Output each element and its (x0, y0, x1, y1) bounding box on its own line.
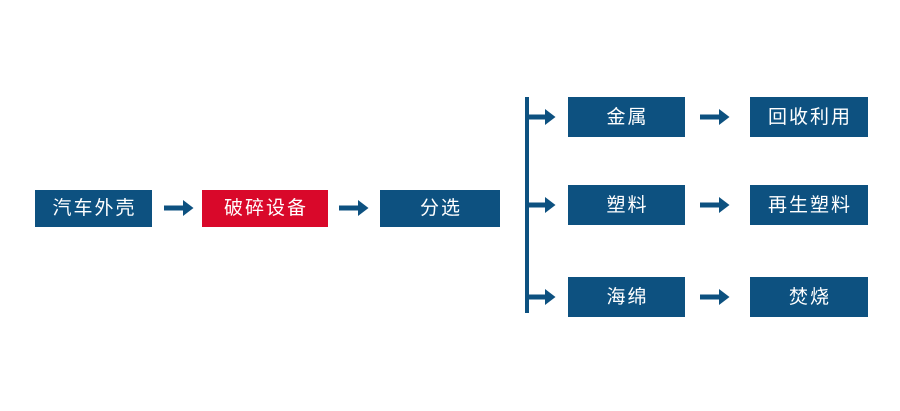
node-metal[interactable]: 金属 (568, 97, 685, 137)
branch-arrow-right-icon (528, 105, 556, 129)
branch-arrow-right-icon (528, 285, 556, 309)
branch-arrow-right-icon (528, 193, 556, 217)
node-sponge[interactable]: 海绵 (568, 277, 685, 317)
vertical-trunk-line (525, 97, 529, 313)
arrow-right-icon (700, 105, 730, 129)
arrow-right-icon (700, 285, 730, 309)
node-car-shell[interactable]: 汽车外壳 (35, 190, 152, 227)
node-crushing-equipment[interactable]: 破碎设备 (202, 190, 328, 227)
arrow-right-icon (164, 196, 194, 220)
node-plastic[interactable]: 塑料 (568, 185, 685, 225)
arrow-right-icon (700, 193, 730, 217)
arrow-right-icon (339, 196, 369, 220)
node-recycled-plastic[interactable]: 再生塑料 (750, 185, 868, 225)
node-recycling-reuse[interactable]: 回收利用 (750, 97, 868, 137)
node-sorting[interactable]: 分选 (380, 190, 500, 227)
node-incineration[interactable]: 焚烧 (750, 277, 868, 317)
